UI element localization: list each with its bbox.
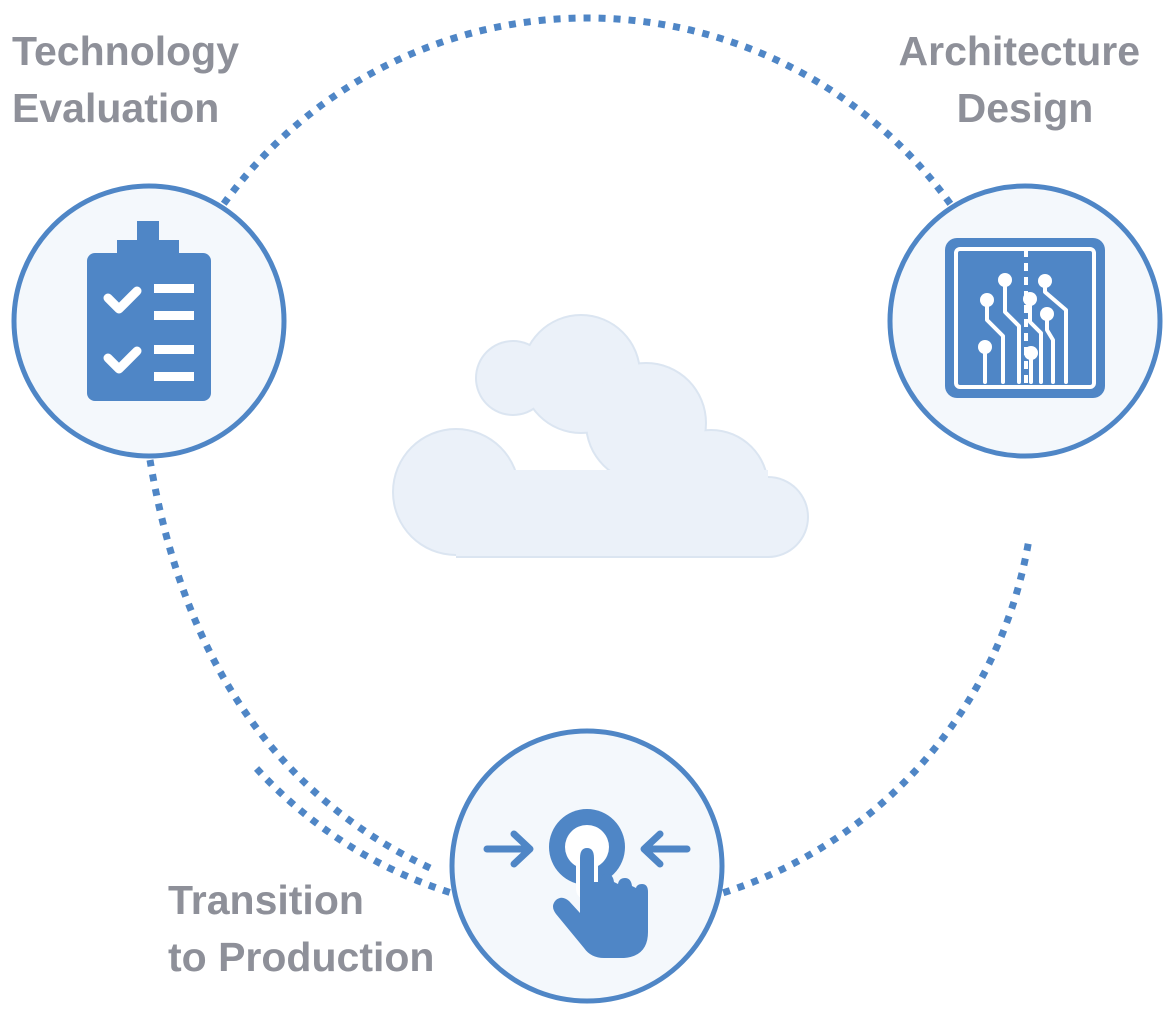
- clipboard-checklist-icon: [87, 221, 211, 401]
- stage-label: Architecture Design: [899, 28, 1152, 131]
- stage-label: Transition to Production: [168, 877, 434, 980]
- cloud-icon: [392, 314, 809, 558]
- touch-gesture-icon: [483, 809, 691, 958]
- circuit-board-icon: [945, 238, 1105, 398]
- dotted-arc: [204, 14, 970, 231]
- dotted-arc: [146, 459, 432, 872]
- stage-transition-to-production: Transition to Production: [168, 728, 725, 1004]
- stage-technology-evaluation: Technology Evaluation: [11, 28, 287, 459]
- stage-architecture-design: Architecture Design: [887, 28, 1163, 459]
- stage-label: Technology Evaluation: [12, 28, 250, 131]
